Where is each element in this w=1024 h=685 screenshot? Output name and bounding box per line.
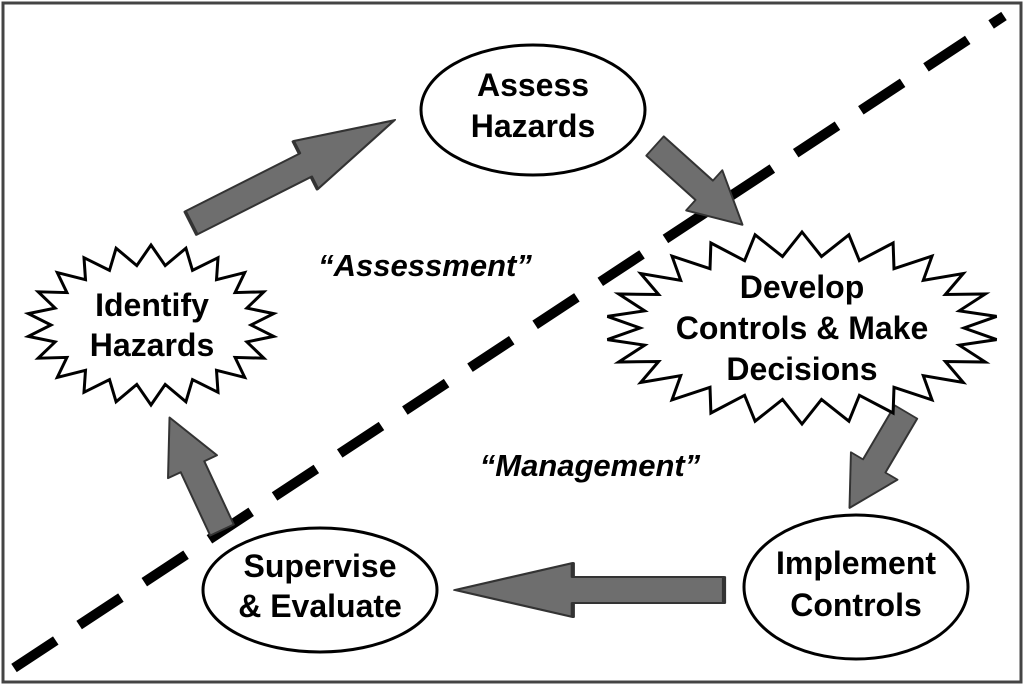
node-implement-controls: Implement Controls [742, 513, 970, 661]
arrow-supervise-to-identify [167, 416, 235, 537]
identify-hazards-label-line2: Hazards [90, 327, 215, 363]
assessment-region-label: “Assessment” [318, 248, 532, 283]
identify-hazards-starburst [23, 242, 279, 408]
node-identify-hazards: Identify Hazards [23, 242, 279, 408]
arrow-identify-to-assess [183, 119, 397, 236]
develop-controls-label-line2: Controls & Make [676, 310, 928, 346]
assessment-management-divider [11, 11, 1007, 673]
node-develop-controls: Develop Controls & Make Decisions [606, 229, 998, 427]
implement-controls-label-line2: Controls [790, 587, 922, 623]
arrow-develop-to-implement [848, 404, 919, 509]
supervise-evaluate-label-line1: Supervise [244, 548, 397, 584]
supervise-evaluate-oval [201, 526, 439, 654]
arrow-assess-to-develop [645, 135, 744, 226]
node-supervise-evaluate: Supervise & Evaluate [201, 526, 439, 654]
arrow-implement-to-supervise [453, 562, 727, 618]
develop-controls-label-line3: Decisions [726, 351, 877, 387]
node-assess-hazards: Assess Hazards [419, 43, 647, 177]
identify-hazards-label-line1: Identify [95, 287, 209, 323]
develop-controls-starburst [606, 229, 998, 427]
develop-controls-label-line1: Develop [740, 269, 864, 305]
implement-controls-label-line1: Implement [776, 545, 936, 581]
assess-hazards-oval [419, 43, 647, 177]
management-region-label: “Management” [480, 448, 701, 483]
supervise-evaluate-label-line2: & Evaluate [238, 588, 402, 624]
implement-controls-oval [742, 513, 970, 661]
assess-hazards-label-line1: Assess [477, 67, 589, 103]
assess-hazards-label-line2: Hazards [471, 108, 596, 144]
